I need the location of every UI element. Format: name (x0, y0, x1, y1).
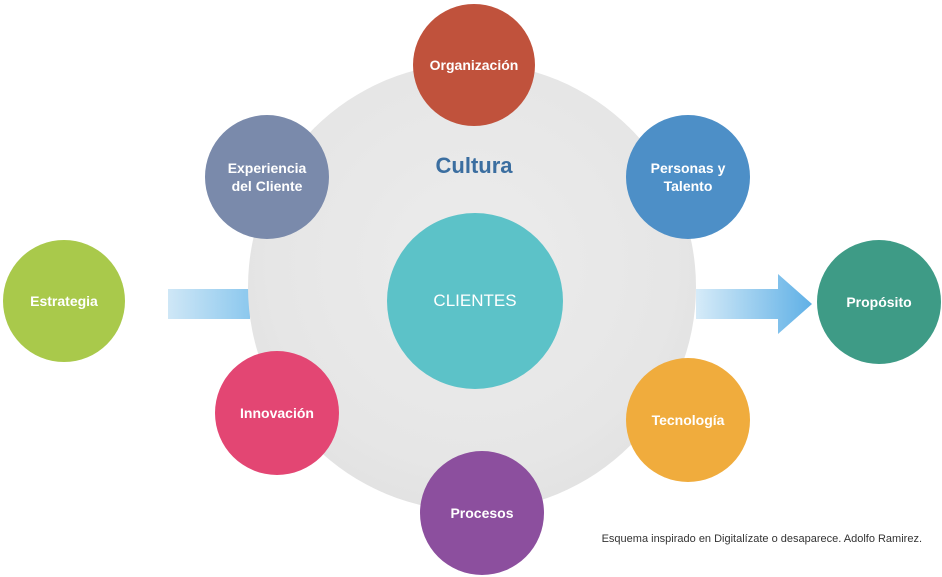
node-organizacion: Organización (413, 4, 535, 126)
node-tecnologia-label: Tecnología (651, 412, 725, 428)
source-caption: Esquema inspirado en Digitalízate o desa… (601, 533, 922, 545)
left-arrow (168, 289, 250, 319)
node-personas: Personas y Talento (626, 115, 750, 239)
node-experiencia: Experiencia del Cliente (205, 115, 329, 239)
node-innovacion: Innovación (215, 351, 339, 475)
node-experiencia-label: Experiencia del Cliente (227, 160, 307, 194)
node-procesos-label: Procesos (450, 505, 514, 521)
node-clientes-label: CLIENTES (433, 291, 517, 310)
node-procesos: Procesos (420, 451, 544, 575)
node-estrategia: Estrategia (3, 240, 125, 362)
node-tecnologia: Tecnología (626, 358, 750, 482)
node-proposito: Propósito (817, 240, 941, 364)
node-personas-label: Personas y Talento (650, 160, 726, 194)
node-estrategia-label: Estrategia (30, 293, 98, 309)
node-clientes: CLIENTES (387, 213, 563, 389)
node-innovacion-label: Innovación (240, 405, 314, 421)
node-proposito-label: Propósito (846, 294, 912, 310)
culture-label: Cultura (435, 153, 513, 178)
node-organizacion-label: Organización (429, 57, 519, 73)
right-arrow (696, 274, 812, 334)
